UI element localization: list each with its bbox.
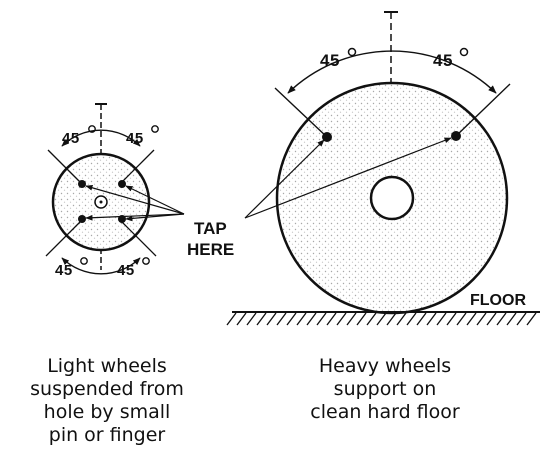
degree-symbol — [88, 125, 96, 133]
large-angle-top-right: 45 — [433, 51, 453, 70]
floor-hatch-stroke — [396, 312, 407, 326]
degree-symbol — [80, 257, 88, 265]
degree-symbol — [142, 257, 150, 265]
floor-hatch-stroke — [306, 312, 317, 326]
caption-line: pin or finger — [48, 424, 166, 446]
degree-symbol — [347, 47, 357, 57]
small-wheel-pin — [99, 200, 103, 204]
floor-label: FLOOR — [470, 292, 526, 309]
large-wheel-group: 45 45 — [274, 11, 511, 315]
degree-symbol — [459, 47, 469, 57]
caption-line: suspended from — [30, 378, 184, 400]
small-angle-top-left: 45 — [62, 130, 80, 147]
caption-heavy-wheels: Heavy wheels support on clean hard floor — [285, 355, 485, 424]
tap-leader — [244, 139, 325, 219]
small-angle-bottom-left: 45 — [55, 262, 73, 279]
floor-hatch-stroke — [236, 312, 247, 326]
small-guide-bottom-left — [45, 219, 83, 257]
floor-group: FLOOR — [226, 292, 540, 326]
large-angle-top-left: 45 — [320, 51, 340, 70]
floor-hatch-stroke — [516, 312, 527, 326]
degree-symbol — [151, 125, 159, 133]
floor-hatch-stroke — [226, 312, 237, 326]
tap-leader — [125, 213, 185, 222]
floor-hatch-stroke — [276, 312, 287, 326]
floor-hatch-stroke — [406, 312, 417, 326]
floor-hatch-stroke — [496, 312, 507, 326]
small-arc-top — [61, 129, 141, 147]
caption-line: Light wheels — [47, 355, 167, 377]
floor-hatch-stroke — [416, 312, 427, 326]
floor-hatch-stroke — [246, 312, 257, 326]
small-tap-point-top-left — [78, 180, 86, 188]
tap-leader — [125, 185, 185, 215]
tap-here-group: TAP HERE — [85, 137, 452, 259]
small-guide-top-left — [47, 149, 83, 185]
floor-hatch-stroke — [316, 312, 327, 326]
small-wheel-group: 45 45 45 45 — [45, 103, 159, 279]
large-guide-right — [455, 83, 511, 137]
caption-light-wheels: Light wheels suspended from hole by smal… — [22, 355, 192, 447]
caption-line: support on — [333, 378, 437, 400]
caption-line: Heavy wheels — [318, 355, 452, 377]
floor-hatch-stroke — [476, 312, 487, 326]
floor-hatch-stroke — [526, 312, 537, 326]
tap-leader — [244, 137, 452, 219]
large-wheel-hub — [369, 175, 415, 221]
large-arc-top — [287, 50, 497, 94]
floor-hatching — [226, 312, 537, 326]
floor-hatch-stroke — [506, 312, 517, 326]
tap-leader — [85, 213, 185, 221]
floor-hatch-stroke — [386, 312, 397, 326]
caption-line: hole by small — [43, 401, 171, 423]
caption-line: clean hard floor — [310, 401, 460, 423]
floor-hatch-stroke — [366, 312, 377, 326]
large-guide-left — [274, 87, 329, 139]
floor-hatch-stroke — [486, 312, 497, 326]
floor-hatch-stroke — [426, 312, 437, 326]
floor-hatch-stroke — [326, 312, 337, 326]
floor-hatch-stroke — [376, 312, 387, 326]
tap-label-line2: HERE — [187, 240, 234, 259]
floor-hatch-stroke — [266, 312, 277, 326]
small-guide-top-right — [119, 149, 155, 185]
small-arc-bottom — [61, 257, 141, 275]
floor-hatch-stroke — [466, 312, 477, 326]
floor-hatch-stroke — [346, 312, 357, 326]
floor-hatch-stroke — [356, 312, 367, 326]
small-tap-point-top-right — [118, 180, 126, 188]
floor-hatch-stroke — [296, 312, 307, 326]
large-tap-point-right — [451, 131, 461, 141]
small-angle-top-right: 45 — [126, 130, 144, 147]
floor-hatch-stroke — [336, 312, 347, 326]
floor-hatch-stroke — [446, 312, 457, 326]
tap-label-line1: TAP — [194, 219, 227, 238]
small-tap-point-bottom-left — [78, 215, 86, 223]
floor-hatch-stroke — [256, 312, 267, 326]
floor-hatch-stroke — [456, 312, 467, 326]
tap-leader — [85, 185, 185, 215]
small-angle-bottom-right: 45 — [117, 262, 135, 279]
floor-hatch-stroke — [286, 312, 297, 326]
floor-hatch-stroke — [436, 312, 447, 326]
small-guide-bottom-right — [119, 219, 157, 257]
